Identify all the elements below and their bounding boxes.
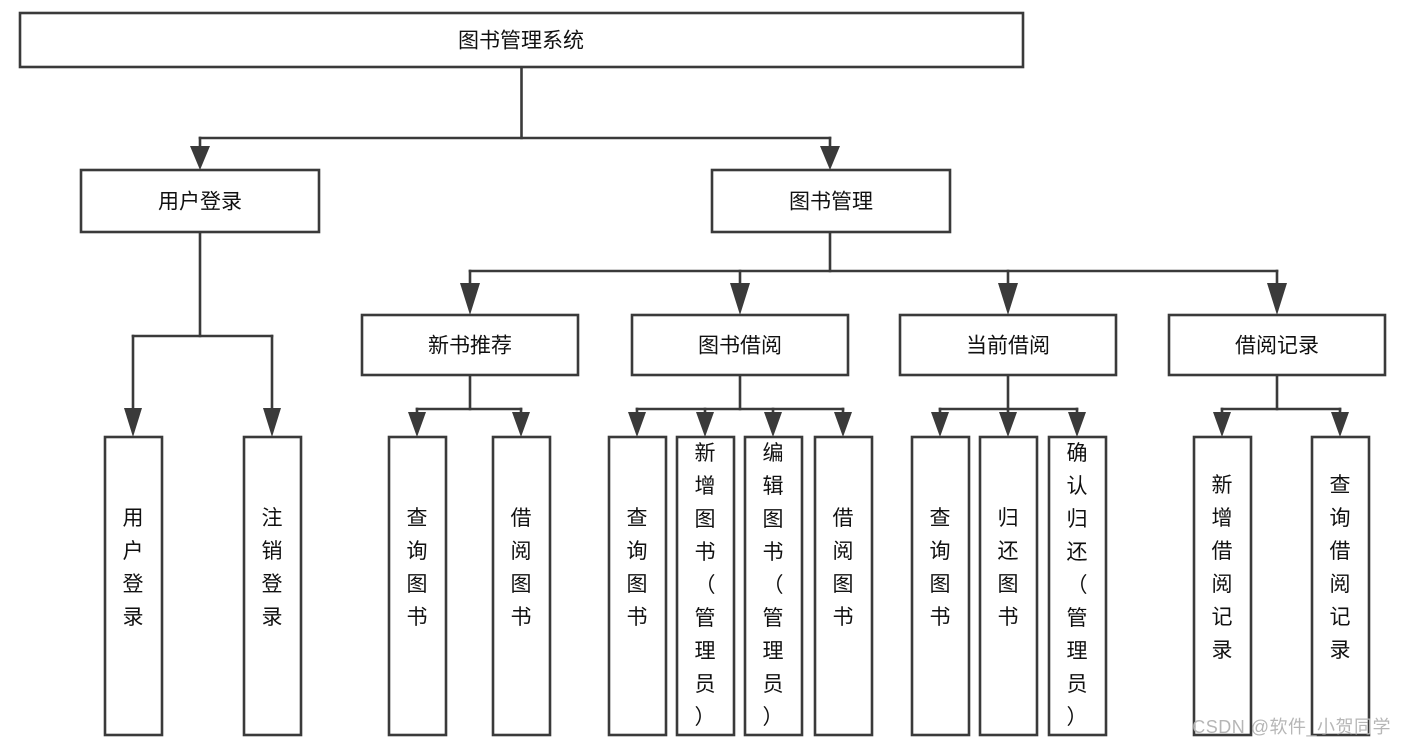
leaf-current-confirm-return[interactable]: 确认归还（管理员）: [1047, 435, 1108, 737]
node-current-borrow-box[interactable]: [898, 313, 1118, 377]
leaf-recommend-query-book-box[interactable]: [387, 435, 448, 737]
arrowhead-recommend-leaf-2: [512, 412, 530, 437]
arrowhead-current-leaf-3: [1068, 412, 1086, 437]
node-root-box[interactable]: [18, 11, 1025, 69]
arrowhead-recommend-leaf-1: [408, 412, 426, 437]
node-book-borrow-box[interactable]: [630, 313, 850, 377]
node-book-borrow-label: 图书借阅: [698, 335, 782, 358]
node-root-label: 图书管理系统: [458, 30, 584, 53]
leaf-recommend-borrow-book-label: 借阅图书: [511, 507, 532, 629]
leaf-borrow-query-book-label: 查询图书: [627, 507, 648, 629]
leaf-recommend-borrow-book-box[interactable]: [491, 435, 552, 737]
node-current-borrow-label: 当前借阅: [966, 335, 1050, 358]
arrowhead-borrow-leaf-4: [834, 412, 852, 437]
leaf-recommend-query-book-label: 查询图书: [407, 507, 428, 629]
edges-layer: [124, 65, 1349, 437]
leaf-borrow-edit-book-label: 编辑图书（管理员）: [763, 442, 784, 729]
leaf-borrow-add-book[interactable]: 新增图书（管理员）: [675, 435, 736, 737]
leaf-record-query[interactable]: 查询借阅记录: [1310, 435, 1371, 737]
arrowhead-record-leaf-1: [1213, 412, 1231, 437]
leaf-current-query-book-box[interactable]: [910, 435, 971, 737]
leaf-borrow-query-book-box[interactable]: [607, 435, 668, 737]
leaf-current-query-book-label: 查询图书: [930, 507, 951, 629]
node-borrow-record-box[interactable]: [1167, 313, 1387, 377]
leaf-recommend-query-book[interactable]: 查询图书: [387, 435, 448, 737]
node-book-manage-box[interactable]: [710, 168, 952, 234]
leaf-record-query-label: 查询借阅记录: [1330, 474, 1351, 662]
leaf-record-add[interactable]: 新增借阅记录: [1192, 435, 1253, 737]
arrowhead-leaf-logout: [263, 408, 281, 437]
leaf-borrow-query-book[interactable]: 查询图书: [607, 435, 668, 737]
leaf-logout-label: 注销登录: [262, 507, 283, 629]
node-user-login-box[interactable]: [79, 168, 321, 234]
arrowhead-leaf-user-login: [124, 408, 142, 437]
leaf-borrow-edit-book-box[interactable]: [743, 435, 804, 737]
arrowhead-record-leaf-2: [1331, 412, 1349, 437]
node-new-book-recommend-box[interactable]: [360, 313, 580, 377]
leaf-record-add-box[interactable]: [1192, 435, 1253, 737]
leaf-user-login-label: 用户登录: [123, 507, 144, 629]
node-borrow-record[interactable]: 借阅记录: [1167, 313, 1387, 377]
leaf-current-confirm-return-box[interactable]: [1047, 435, 1108, 737]
arrowhead-book-borrow: [730, 283, 750, 315]
leaf-current-confirm-return-label: 确认归还（管理员）: [1067, 442, 1088, 729]
arrowhead-current-borrow: [998, 283, 1018, 315]
leaf-borrow-borrow-book[interactable]: 借阅图书: [813, 435, 874, 737]
node-current-borrow[interactable]: 当前借阅: [898, 313, 1118, 377]
leaf-record-add-label: 新增借阅记录: [1212, 474, 1233, 662]
leaf-user-login-box[interactable]: [103, 435, 164, 737]
node-book-borrow[interactable]: 图书借阅: [630, 313, 850, 377]
arrowhead-current-leaf-1: [931, 412, 949, 437]
node-root[interactable]: 图书管理系统: [18, 11, 1025, 69]
leaf-logout[interactable]: 注销登录: [242, 435, 303, 737]
arrowhead-borrow-leaf-1: [628, 412, 646, 437]
leaf-current-query-book[interactable]: 查询图书: [910, 435, 971, 737]
leaf-current-return-book-box[interactable]: [978, 435, 1039, 737]
node-new-book-recommend-label: 新书推荐: [428, 335, 512, 358]
arrowhead-new-book-recommend: [460, 283, 480, 315]
leaf-current-return-book-label: 归还图书: [998, 507, 1019, 629]
leaf-borrow-add-book-box[interactable]: [675, 435, 736, 737]
leaf-borrow-borrow-book-label: 借阅图书: [833, 507, 854, 629]
arrowhead-borrow-leaf-3: [764, 412, 782, 437]
arrowhead-borrow-record: [1267, 283, 1287, 315]
arrowhead-user-login: [190, 146, 210, 170]
node-new-book-recommend[interactable]: 新书推荐: [360, 313, 580, 377]
node-user-login-label: 用户登录: [158, 191, 242, 214]
node-borrow-record-label: 借阅记录: [1235, 335, 1319, 358]
leaf-recommend-borrow-book[interactable]: 借阅图书: [491, 435, 552, 737]
leaf-borrow-add-book-label: 新增图书（管理员）: [695, 442, 716, 729]
leaf-record-query-box[interactable]: [1310, 435, 1371, 737]
arrowhead-borrow-leaf-2: [696, 412, 714, 437]
leaf-borrow-borrow-book-box[interactable]: [813, 435, 874, 737]
leaf-current-return-book[interactable]: 归还图书: [978, 435, 1039, 737]
arrowhead-current-leaf-2: [999, 412, 1017, 437]
leaf-user-login[interactable]: 用户登录: [103, 435, 164, 737]
node-user-login[interactable]: 用户登录: [79, 168, 321, 234]
node-book-manage[interactable]: 图书管理: [710, 168, 952, 234]
arrowhead-book-manage: [820, 146, 840, 170]
leaf-logout-box[interactable]: [242, 435, 303, 737]
node-book-manage-label: 图书管理: [789, 191, 873, 214]
leaf-borrow-edit-book[interactable]: 编辑图书（管理员）: [743, 435, 804, 737]
